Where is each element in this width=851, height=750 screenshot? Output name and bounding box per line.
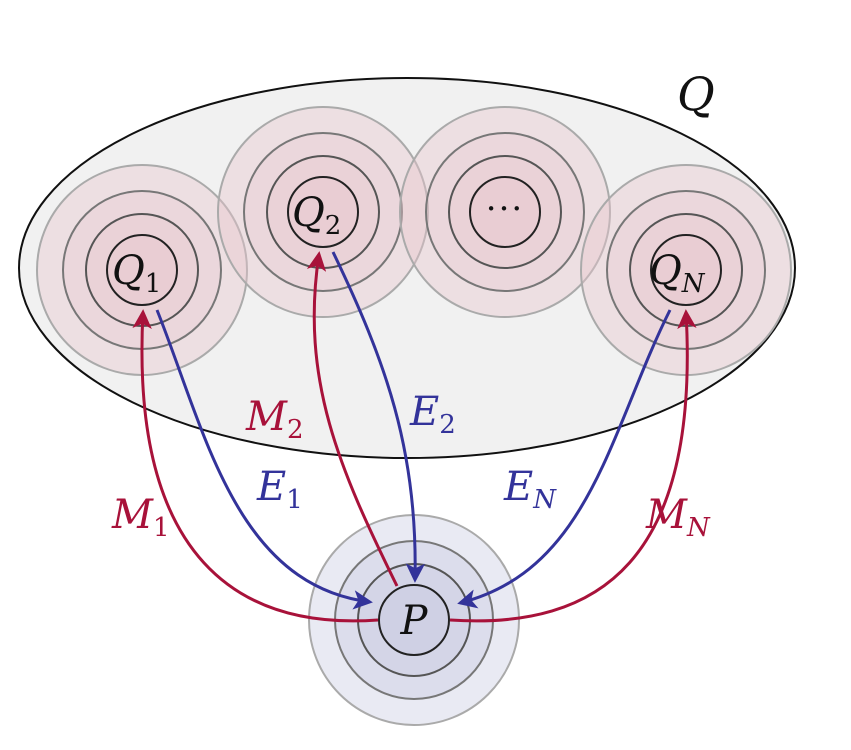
set-q-label: Q: [677, 67, 715, 121]
node-qdots-label: ···: [486, 189, 524, 229]
node-q1-label: Q1: [112, 248, 161, 299]
node-q2-label: Q2: [292, 190, 341, 241]
edge-e2: [331, 251, 426, 583]
edge-m1-label: M1: [111, 492, 170, 543]
edge-m2-label: M2: [245, 394, 304, 445]
node-p-rings: [308, 514, 520, 726]
edge-mn: [449, 309, 697, 623]
edge-m2: [306, 251, 399, 587]
edge-e1: [155, 309, 373, 610]
node-qn-label: QN: [649, 248, 706, 299]
node-p-label: P: [400, 598, 429, 644]
node-q2-rings: [217, 106, 429, 318]
edge-m1: [132, 309, 379, 623]
node-qn-rings: [580, 164, 792, 376]
edge-e2-label: E2: [409, 389, 456, 440]
edge-mn-label: MN: [645, 492, 711, 543]
edge-e1-label: E1: [256, 464, 303, 515]
edge-en: [457, 309, 672, 609]
node-qdots-rings: [399, 106, 611, 318]
node-q1-rings: [36, 164, 248, 376]
edge-en-label: EN: [503, 464, 557, 515]
